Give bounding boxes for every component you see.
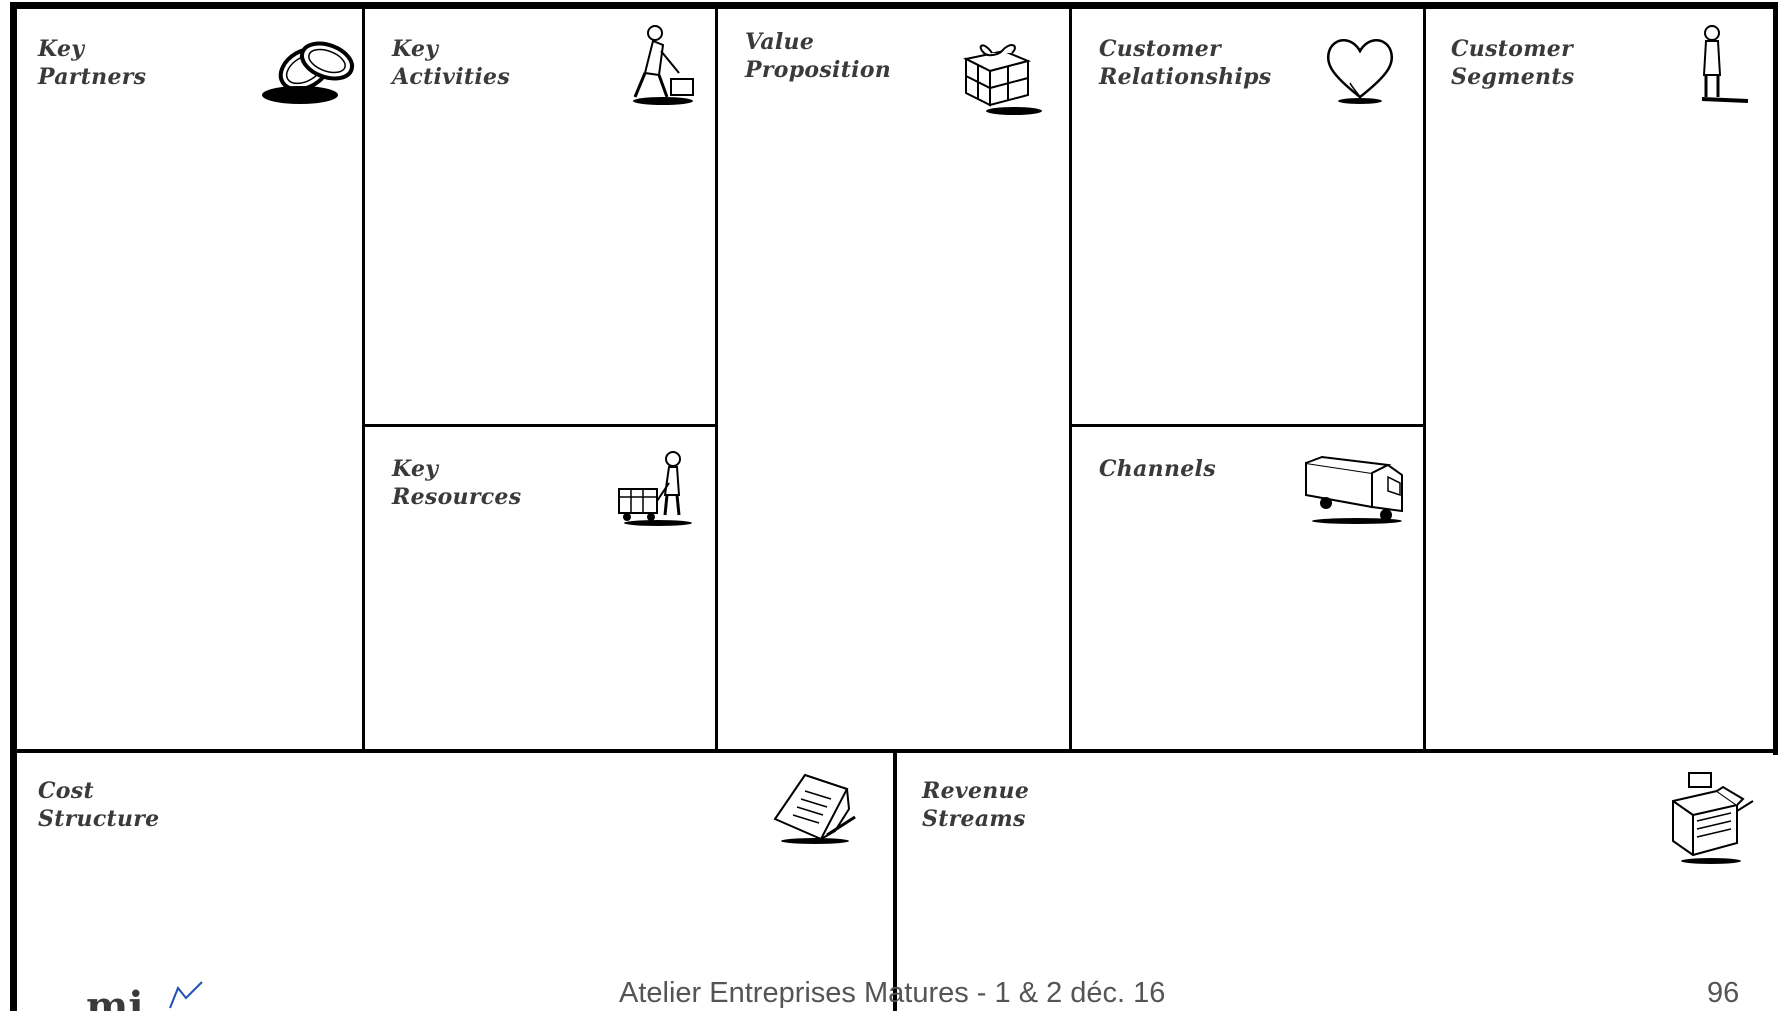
- person-with-cart-icon: [613, 449, 703, 543]
- block-key-resources: Key Resources: [365, 427, 715, 749]
- block-customer-segments: Customer Segments: [1426, 9, 1773, 749]
- gift-box-icon: [958, 31, 1048, 125]
- divider-col-3: [1069, 6, 1072, 752]
- cash-register-icon: [1667, 771, 1757, 875]
- footer-event-text: Atelier Entreprises Matures - 1 & 2 déc.…: [619, 977, 1166, 1009]
- block-key-activities: Key Activities: [365, 9, 715, 424]
- canvas-border-top: [10, 2, 1776, 9]
- divider-col-2: [715, 6, 718, 752]
- block-customer-relationships: Customer Relationships: [1072, 9, 1423, 424]
- divider-cost-revenue: [893, 749, 897, 1011]
- delivery-truck-icon: [1302, 455, 1412, 539]
- divider-col-1: [362, 6, 365, 752]
- canvas-border-left: [10, 2, 17, 1011]
- divider-row-activities: [362, 424, 718, 427]
- canvas-border-right: [1773, 2, 1778, 755]
- block-title: Value Proposition: [745, 29, 892, 83]
- block-title: Customer Segments: [1451, 36, 1575, 90]
- block-revenue-streams: Revenue Streams: [897, 753, 1773, 1011]
- block-cost-structure: Cost Structure: [17, 753, 893, 1011]
- page-number: 96: [1707, 977, 1740, 1009]
- divider-col-4: [1423, 6, 1426, 752]
- svg-text:mi: mi: [86, 983, 144, 1011]
- block-value-proposition: Value Proposition: [718, 9, 1069, 749]
- block-title: Key Resources: [392, 456, 522, 510]
- block-channels: Channels: [1072, 427, 1423, 749]
- block-key-partners: Key Partners: [17, 9, 362, 749]
- chain-links-icon: [257, 27, 367, 121]
- block-title: Channels: [1099, 456, 1216, 482]
- divider-row-relationships: [1069, 424, 1426, 427]
- receipt-icon: [765, 769, 865, 853]
- logo: mi: [70, 980, 230, 1011]
- worker-icon: [623, 23, 703, 117]
- person-icon: [1688, 23, 1758, 117]
- block-title: Key Activities: [392, 36, 511, 90]
- block-title: Key Partners: [38, 36, 147, 90]
- heart-icon: [1320, 31, 1400, 115]
- block-title: Cost Structure: [38, 778, 160, 832]
- block-title: Customer Relationships: [1099, 36, 1272, 90]
- block-title: Revenue Streams: [922, 778, 1030, 832]
